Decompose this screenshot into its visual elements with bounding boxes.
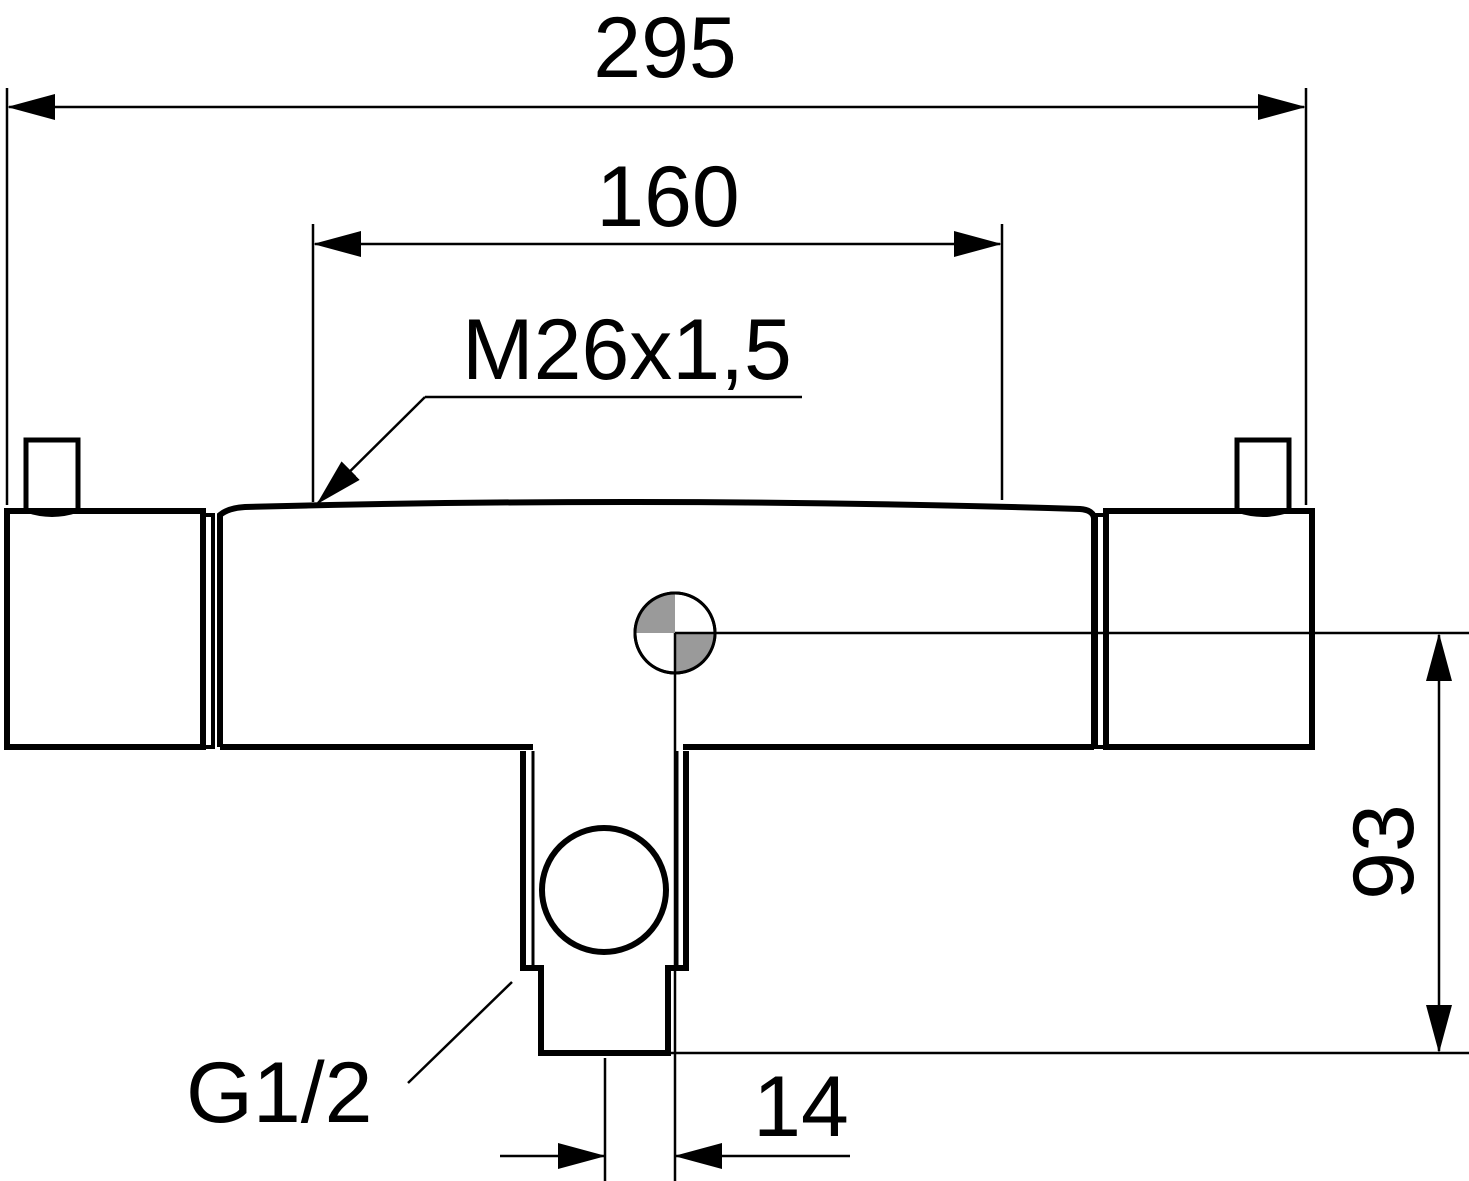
left-stud <box>23 437 81 514</box>
outlet-bore <box>539 825 669 955</box>
dimension-labels: 295 160 M26x1,5 93 14 G1/2 <box>186 0 1432 1155</box>
outlet-height-label: 93 <box>1336 804 1432 900</box>
outlet-offset-label: 14 <box>753 1059 849 1155</box>
overall-width-label: 295 <box>593 0 737 96</box>
central-cylinder <box>217 498 1097 747</box>
outlet-thread-label: G1/2 <box>186 1045 372 1141</box>
outlet-housing <box>520 751 689 1056</box>
mixer-body <box>4 437 1315 750</box>
right-coupling-ring <box>1094 513 1106 749</box>
outlet <box>520 751 689 1056</box>
thread-leader <box>316 396 426 505</box>
left-coupling-ring <box>203 513 215 749</box>
connection-spacing-label: 160 <box>596 149 740 245</box>
outlet-thread-leader <box>407 981 513 1084</box>
right-stud <box>1234 437 1292 514</box>
right-end-cap <box>1103 508 1315 750</box>
thread-label: M26x1,5 <box>462 302 792 398</box>
dimension-lines <box>5 88 1469 1181</box>
left-end-cap <box>4 508 206 750</box>
